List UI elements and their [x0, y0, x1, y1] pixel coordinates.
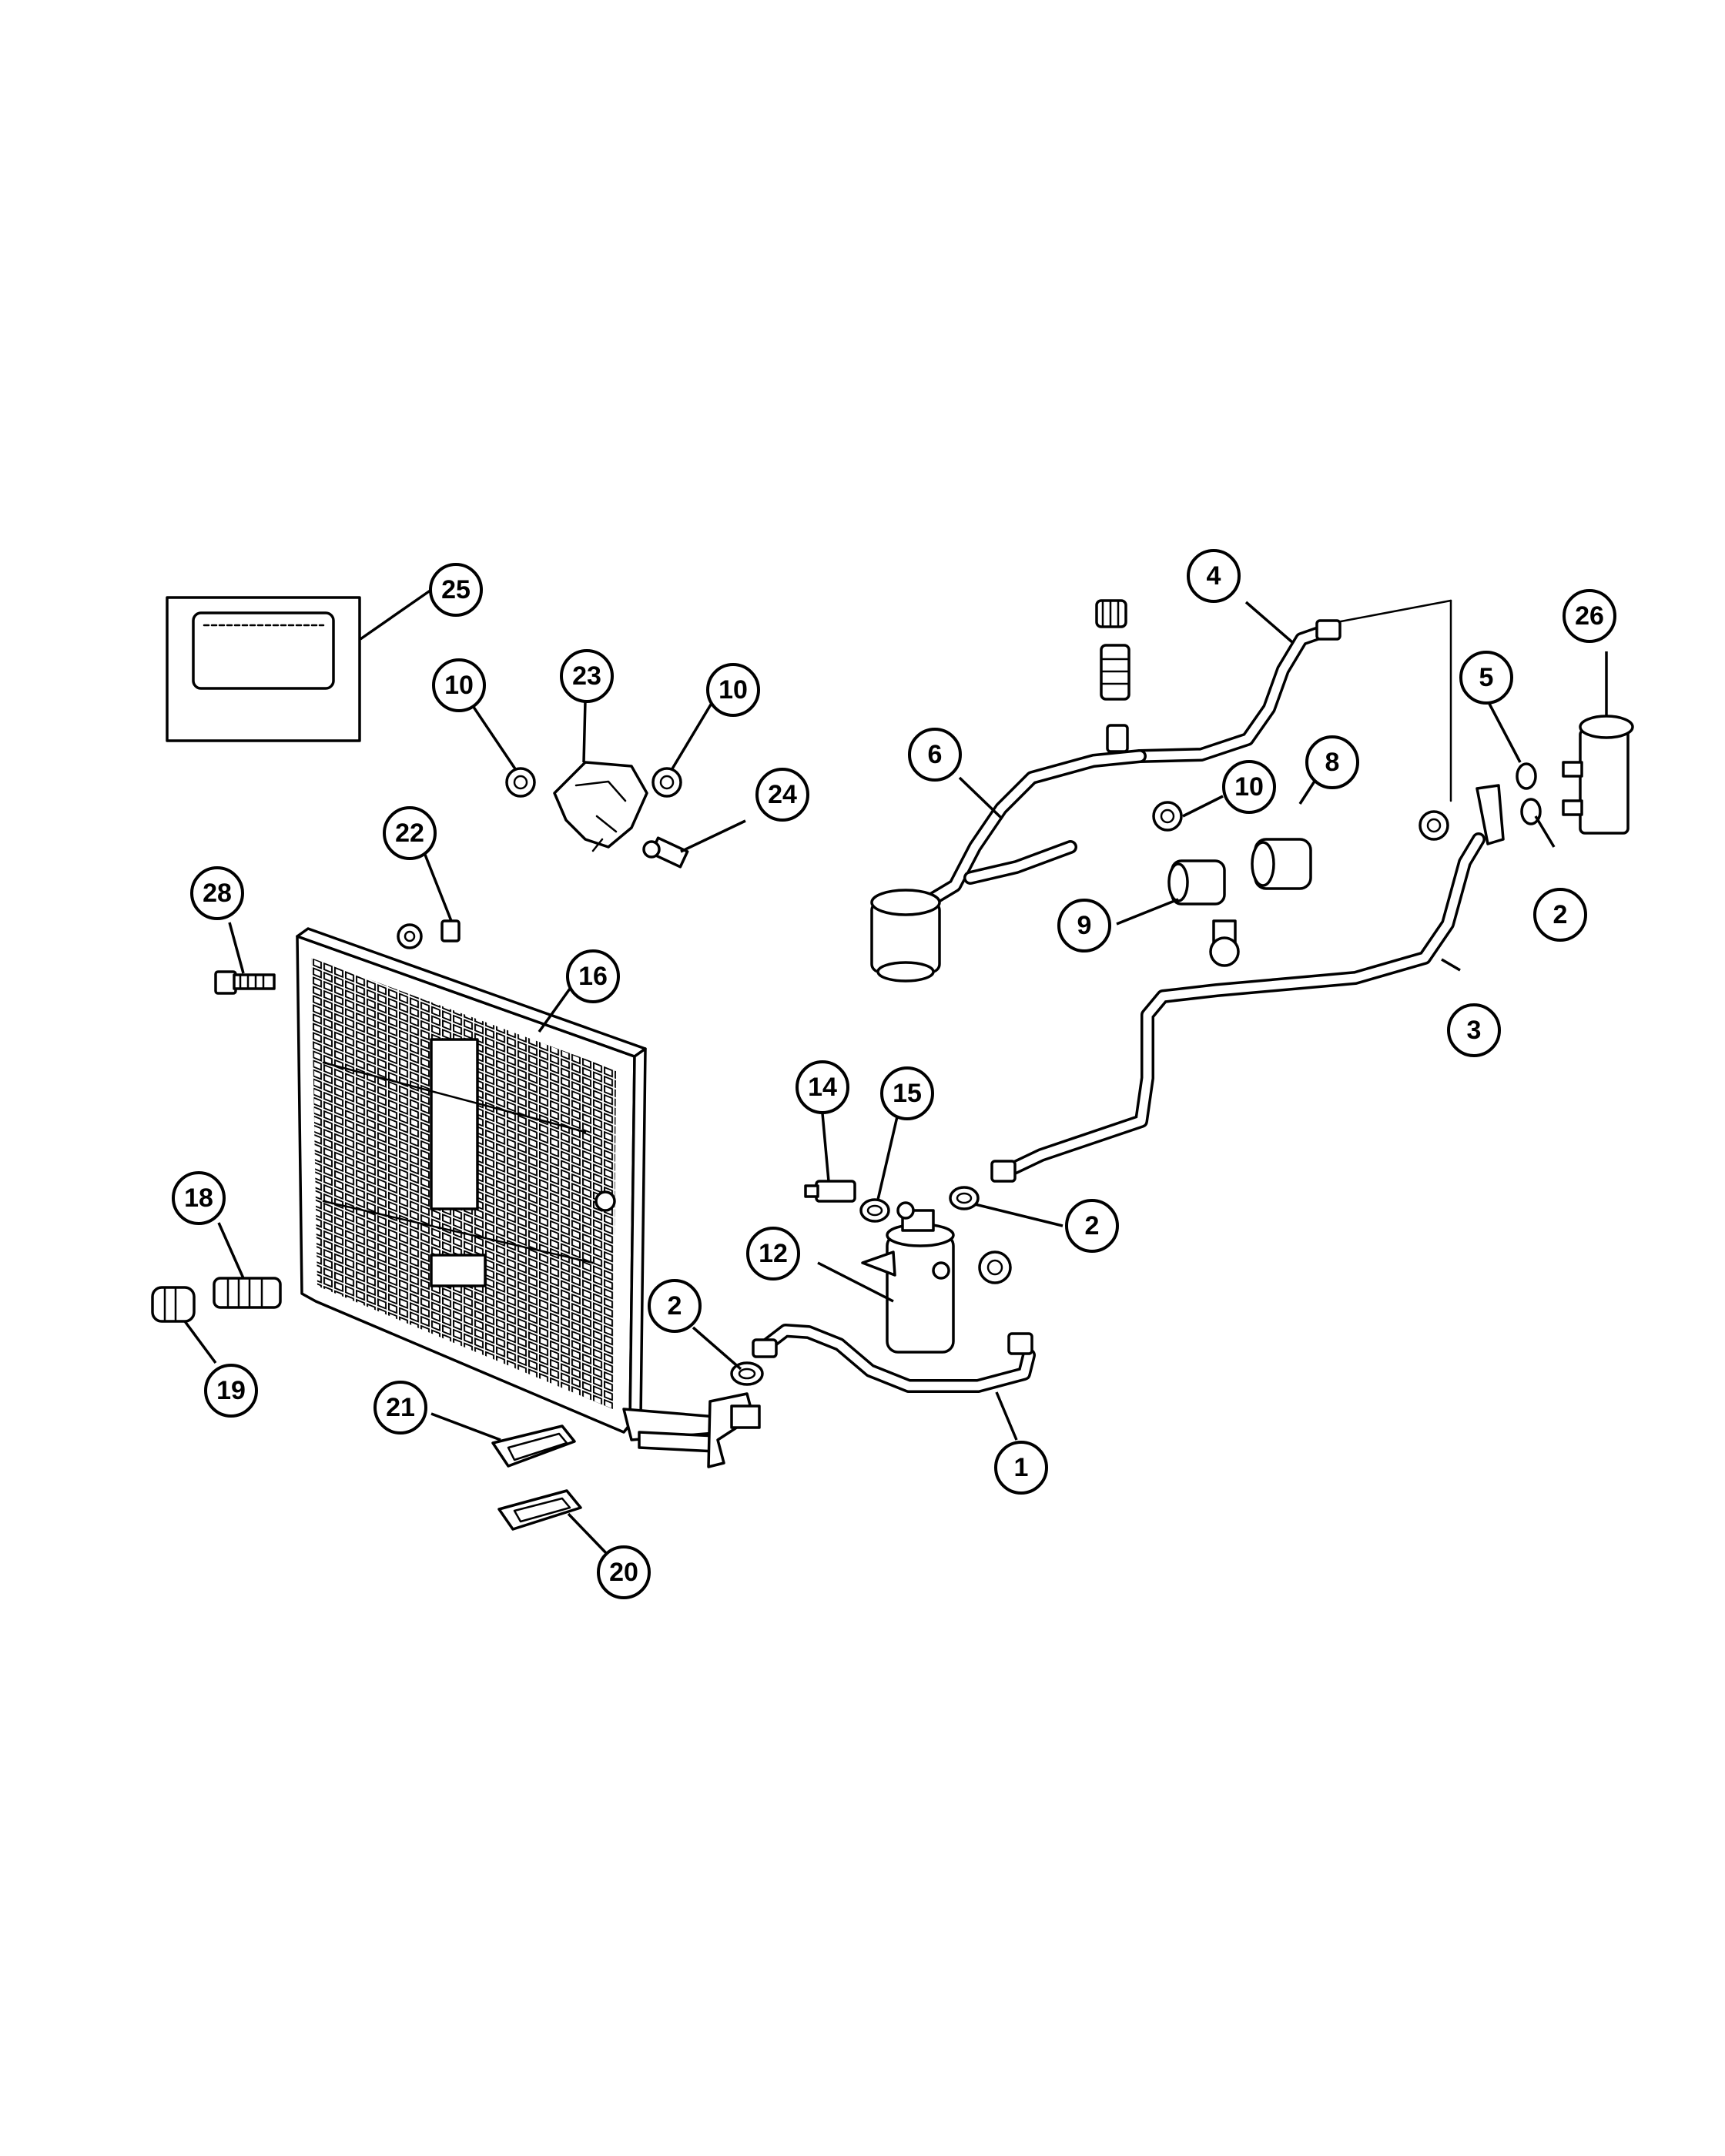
callout-2-label: 2 — [668, 1291, 682, 1321]
callout-3-label: 3 — [1467, 1016, 1482, 1045]
callout-6-label: 6 — [928, 740, 943, 769]
callout-24: 24 — [755, 768, 809, 822]
condenser-outlet-fitting-part — [707, 1392, 761, 1468]
callout-12-label: 12 — [759, 1239, 788, 1268]
callout-24-label: 24 — [768, 780, 797, 809]
callout-25-label: 25 — [441, 575, 471, 604]
clip-part — [440, 919, 461, 942]
callout-22-label: 22 — [395, 819, 424, 848]
callout-1: 1 — [994, 1441, 1048, 1495]
o-ring-part — [859, 1198, 890, 1223]
gasket-thin-part — [497, 1489, 582, 1531]
callout-8-label: 8 — [1325, 748, 1340, 777]
callout-2-label: 2 — [1553, 900, 1568, 929]
callout-26: 26 — [1563, 589, 1616, 643]
callout-16: 16 — [566, 949, 620, 1003]
callout-10-grommet-right: 10 — [706, 663, 760, 717]
valve-part — [642, 836, 689, 869]
gasket-thick-part — [491, 1424, 576, 1468]
callout-10-label: 10 — [1234, 772, 1264, 802]
suction-line-hose-part — [990, 832, 1486, 1183]
callout-1-label: 1 — [1014, 1453, 1029, 1482]
callout-2-upper-right: 2 — [1533, 888, 1587, 942]
leader-lines — [183, 588, 1608, 1557]
callout-18: 18 — [172, 1171, 226, 1225]
callout-15: 15 — [880, 1066, 934, 1120]
callout-2-middle: 2 — [1065, 1199, 1119, 1253]
drier-nut-part — [978, 1250, 1012, 1284]
callout-10-grommet-left: 10 — [432, 658, 486, 712]
mount-part — [1167, 859, 1240, 967]
callout-20-label: 20 — [609, 1558, 638, 1587]
liquid-line-hose-part — [752, 1324, 1036, 1393]
callout-2-lower: 2 — [648, 1279, 702, 1333]
callout-18-label: 18 — [184, 1183, 213, 1213]
callout-16-label: 16 — [578, 962, 608, 991]
callout-10-upper: 10 — [1222, 760, 1276, 814]
callout-8: 8 — [1305, 735, 1359, 789]
grommet-right-part — [651, 767, 682, 798]
callout-21-label: 21 — [386, 1393, 415, 1422]
callout-2-label: 2 — [1085, 1211, 1100, 1240]
callout-5-label: 5 — [1479, 663, 1494, 692]
condenser-part — [296, 927, 725, 1453]
callout-10-label: 10 — [718, 675, 748, 705]
o-ring-upper-right-part — [1516, 762, 1537, 790]
callout-28-label: 28 — [203, 879, 232, 908]
bushing-part — [1251, 838, 1312, 890]
muffler-part — [870, 889, 941, 983]
callout-19: 19 — [204, 1364, 258, 1418]
bolt-part — [214, 970, 276, 995]
hose-nut-part — [1152, 801, 1183, 832]
callout-12: 12 — [746, 1227, 800, 1281]
discharge-hose-part — [1133, 619, 1341, 763]
line-bracket-part — [1419, 784, 1505, 845]
callout-28: 28 — [190, 866, 244, 920]
callout-19-label: 19 — [216, 1376, 246, 1405]
callout-4-label: 4 — [1207, 561, 1221, 591]
callout-6: 6 — [908, 728, 962, 782]
callout-21: 21 — [373, 1381, 427, 1435]
callout-4: 4 — [1187, 549, 1241, 603]
callout-20: 20 — [597, 1545, 651, 1599]
bracket-part — [553, 761, 648, 852]
expansion-valve-part — [1562, 715, 1634, 835]
callout-25: 25 — [429, 563, 483, 617]
callout-9-label: 9 — [1077, 911, 1092, 940]
callout-10-label: 10 — [444, 671, 474, 700]
nut-part — [397, 923, 423, 949]
callout-14: 14 — [796, 1060, 849, 1114]
label-decal-part — [166, 596, 361, 742]
receiver-drier-part — [861, 1201, 955, 1354]
pressure-switch-part — [804, 1180, 856, 1203]
service-port-fitting-part — [1095, 599, 1130, 753]
grommet-left-part — [505, 767, 536, 798]
callout-15-label: 15 — [893, 1079, 922, 1108]
callout-22: 22 — [383, 806, 437, 860]
callout-26-label: 26 — [1575, 601, 1604, 631]
o-ring-mid-part — [949, 1186, 980, 1210]
callout-23: 23 — [560, 649, 614, 703]
callout-23-label: 23 — [572, 661, 601, 691]
cap-part — [151, 1286, 196, 1323]
expansion-valve-guide-line — [1335, 599, 1452, 624]
callout-3: 3 — [1447, 1003, 1501, 1057]
connector-part — [213, 1277, 282, 1309]
callout-9: 9 — [1057, 899, 1111, 952]
callout-14-label: 14 — [808, 1073, 837, 1102]
callout-5: 5 — [1459, 651, 1513, 705]
